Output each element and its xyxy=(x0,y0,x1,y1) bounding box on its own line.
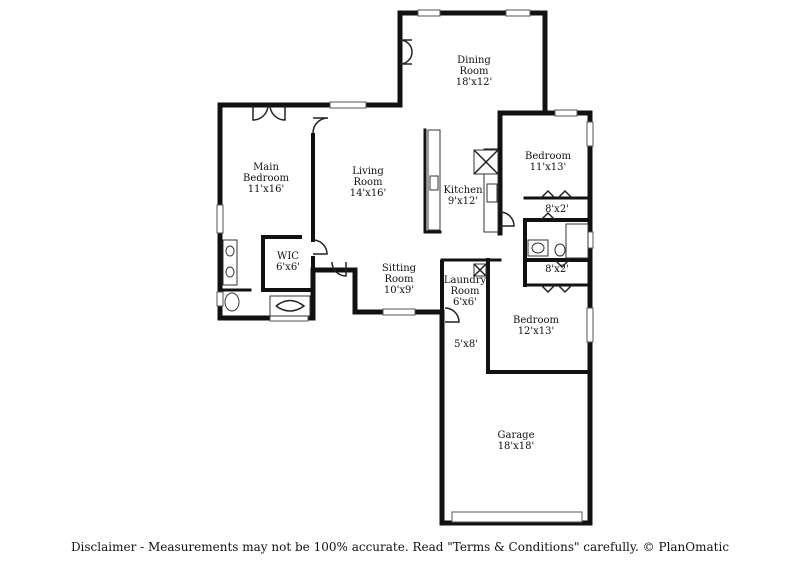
kitchen-fixtures xyxy=(427,129,499,233)
bedroom-upper-name: Bedroom xyxy=(525,151,571,162)
living-room-size: 14'x16' xyxy=(349,188,387,199)
wic-size: 6'x6' xyxy=(276,262,300,273)
closet-lower-size: 8'x2' xyxy=(545,264,569,275)
sitting-room-label: Sitting Room 10'x9' xyxy=(382,263,416,296)
garage-name: Garage xyxy=(497,430,535,441)
kitchen-size: 9'x12' xyxy=(447,196,479,207)
bedroom-lower-name: Bedroom xyxy=(513,315,559,326)
bedroom-lower-label: Bedroom 12'x13' xyxy=(513,315,559,337)
garage-size: 18'x18' xyxy=(497,441,535,452)
closet-lower-label: 8'x2' xyxy=(545,264,569,275)
hall-size: 5'x8' xyxy=(454,339,478,350)
laundry-room-size: 6'x6' xyxy=(453,297,477,308)
garage-label: Garage 18'x18' xyxy=(497,430,534,452)
sitting-room-name: Sitting xyxy=(381,263,417,274)
living-room-label: Living Room 14'x16' xyxy=(350,166,387,199)
closet-upper-label: 8'x2' xyxy=(545,204,569,215)
windows xyxy=(216,9,594,343)
bedroom-upper-label: Bedroom 11'x13' xyxy=(525,151,571,173)
living-room-name-2: Room xyxy=(353,177,383,188)
bath-fixtures xyxy=(222,223,589,317)
closet-upper-size: 8'x2' xyxy=(545,204,569,215)
wic-name: WIC xyxy=(277,251,299,262)
sitting-room-name-2: Room xyxy=(384,274,414,285)
main-bedroom-size: 11'x16' xyxy=(247,184,285,195)
laundry-room-label: Laundry Room 6'x6' xyxy=(444,275,486,308)
main-bedroom-name-2: Bedroom xyxy=(243,173,289,184)
bedroom-upper-size: 11'x13' xyxy=(529,162,567,173)
dining-room-label: Dining Room 18'x12' xyxy=(456,55,493,88)
living-room-name: Living xyxy=(352,166,384,177)
kitchen-label: Kitchen 9'x12' xyxy=(443,185,482,207)
doors xyxy=(252,39,573,323)
dining-room-name-2: Room xyxy=(459,66,489,77)
laundry-room-name-2: Room xyxy=(450,286,480,297)
dining-room-name: Dining xyxy=(457,55,491,66)
laundry-room-name: Laundry xyxy=(443,275,487,286)
bedroom-lower-size: 12'x13' xyxy=(517,326,555,337)
dining-room-size: 18'x12' xyxy=(455,77,493,88)
wic-label: WIC 6'x6' xyxy=(276,251,300,273)
interior-walls xyxy=(218,128,592,374)
main-bedroom-name: Main xyxy=(253,162,279,173)
sitting-room-size: 10'x9' xyxy=(383,285,415,296)
main-bedroom-label: Main Bedroom 11'x16' xyxy=(243,162,289,195)
garage-door xyxy=(451,511,583,523)
hall-label: 5'x8' xyxy=(454,339,478,350)
disclaimer-text: Disclaimer - Measurements may not be 100… xyxy=(70,540,730,554)
kitchen-name: Kitchen xyxy=(443,185,483,196)
